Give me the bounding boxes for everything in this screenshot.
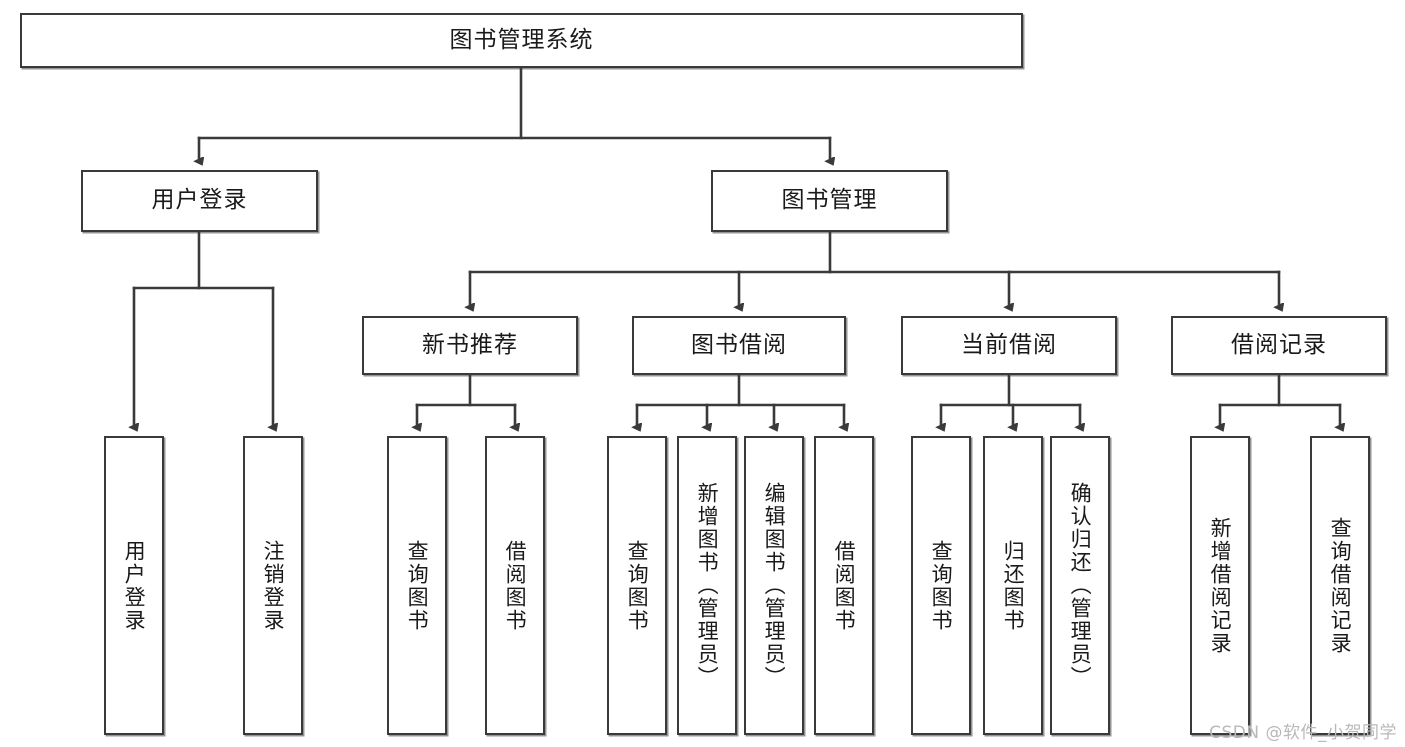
- node-label: 借阅图书: [503, 539, 528, 632]
- node-label: 图书借阅: [691, 331, 787, 358]
- node-book-borrow[interactable]: 图书借阅: [632, 316, 846, 375]
- node-label: 查询图书: [929, 539, 954, 632]
- node-label: 注销登录: [261, 539, 286, 632]
- node-label: 借阅记录: [1231, 331, 1327, 358]
- node-user-login[interactable]: 用户登录: [81, 170, 318, 232]
- node-leaf-query-book-borrow[interactable]: 查询图书: [607, 436, 667, 735]
- watermark: CSDN @软件_小贺同学: [1209, 723, 1397, 743]
- node-label: 查询借阅记录: [1328, 516, 1353, 655]
- node-label: 新书推荐: [422, 331, 518, 358]
- node-label: 编辑图书（管理员）: [762, 482, 787, 689]
- node-leaf-borrow-book[interactable]: 借阅图书: [814, 436, 874, 735]
- node-label: 新增图书（管理员）: [695, 482, 720, 689]
- node-label: 当前借阅: [961, 331, 1057, 358]
- node-leaf-query-book-recommend[interactable]: 查询图书: [387, 436, 447, 735]
- node-root-label: 图书管理系统: [449, 26, 594, 53]
- node-leaf-borrow-book-recommend[interactable]: 借阅图书: [485, 436, 545, 735]
- node-label: 查询图书: [625, 539, 650, 632]
- node-leaf-confirm-return-admin[interactable]: 确认归还（管理员）: [1050, 436, 1110, 735]
- node-label: 用户登录: [151, 187, 248, 214]
- node-label: 借阅图书: [832, 539, 857, 632]
- node-leaf-query-book-current[interactable]: 查询图书: [911, 436, 971, 735]
- node-label: 新增借阅记录: [1208, 516, 1233, 655]
- node-label: 图书管理: [781, 187, 878, 214]
- node-leaf-add-book-admin[interactable]: 新增图书（管理员）: [677, 436, 737, 735]
- node-label: 查询图书: [405, 539, 430, 632]
- node-new-book-recommend[interactable]: 新书推荐: [362, 316, 578, 375]
- node-leaf-logout[interactable]: 注销登录: [243, 436, 303, 735]
- node-leaf-query-borrow-record[interactable]: 查询借阅记录: [1310, 436, 1370, 735]
- node-borrow-record[interactable]: 借阅记录: [1171, 316, 1387, 375]
- node-book-management[interactable]: 图书管理: [711, 170, 948, 232]
- node-label: 归还图书: [1001, 539, 1026, 632]
- node-leaf-return-book[interactable]: 归还图书: [983, 436, 1043, 735]
- node-label: 确认归还（管理员）: [1068, 482, 1093, 689]
- node-leaf-user-login[interactable]: 用户登录: [104, 436, 164, 735]
- node-current-borrow[interactable]: 当前借阅: [901, 316, 1117, 375]
- node-leaf-add-borrow-record[interactable]: 新增借阅记录: [1190, 436, 1250, 735]
- node-label: 用户登录: [122, 539, 147, 632]
- node-leaf-edit-book-admin[interactable]: 编辑图书（管理员）: [744, 436, 804, 735]
- node-root-system[interactable]: 图书管理系统: [20, 13, 1023, 68]
